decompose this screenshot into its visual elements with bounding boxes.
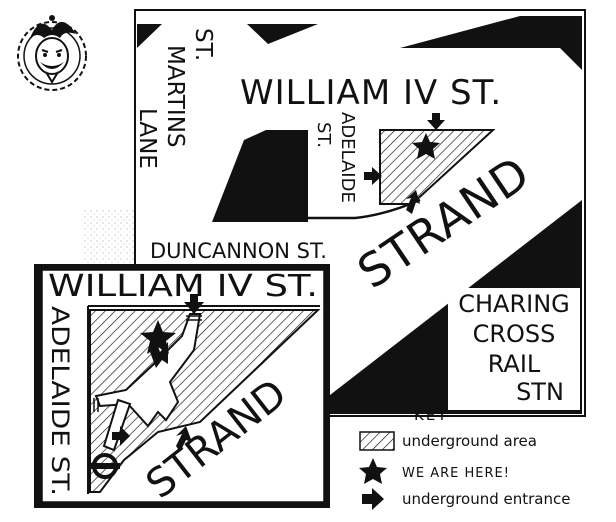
adelaide-line-2: ST. — [313, 122, 334, 148]
block-left — [212, 130, 308, 222]
adelaide-line-1: ADELAIDE — [337, 112, 358, 203]
arrow-icon — [362, 488, 384, 510]
main-entrance-arrow-bottom — [406, 190, 420, 214]
inset-entrance-arrow-top — [184, 294, 204, 314]
inset-gate-top — [186, 315, 202, 321]
key-title: KEY — [414, 406, 448, 424]
underground-roundel-icon — [90, 453, 120, 479]
star-icon — [359, 458, 387, 484]
charing-line-4: STN — [516, 378, 564, 406]
inset-passage-main — [94, 313, 202, 428]
label-william-iv-st: WILLIAM IV ST. — [240, 73, 502, 113]
inset-entrance-arrow-lower — [112, 426, 130, 446]
main-entrance-arrow-top — [427, 113, 445, 130]
charing-line-3: RAIL — [488, 350, 541, 378]
label-adelaide-st: ADELAIDE ST. — [313, 112, 358, 203]
key-label-we-are-here: WE ARE HERE! — [402, 466, 510, 481]
inset-entrance-arrow-mid — [150, 342, 168, 368]
label-charing-cross: CHARING CROSS RAIL STN — [458, 290, 570, 406]
inset-underground-area — [89, 309, 321, 493]
st-martins-line-1: ST. — [190, 28, 216, 61]
block-top-right — [400, 16, 582, 70]
key-label-underground-entrance: underground entrance — [402, 490, 570, 508]
key-label-underground-area: underground area — [402, 432, 537, 450]
st-martins-line-3: LANE — [134, 108, 160, 169]
label-st-martins-lane: ST. MARTINS LANE — [134, 28, 216, 169]
main-entrance-arrow-left — [364, 167, 382, 185]
key-hatch-swatch — [359, 431, 395, 451]
key-legend: KEY underground area WE ARE HERE! underg… — [359, 406, 570, 510]
main-map: ST. MARTINS LANE WILLIAM IV ST. ADELAIDE… — [134, 9, 586, 417]
charing-line-2: CROSS — [473, 320, 556, 348]
inset-label-adelaide-st: ADELAIDE ST. — [46, 306, 74, 496]
label-duncannon-st: DUNCANNON ST. — [150, 239, 327, 263]
inset-map: WILLIAM IV ST. ADELAIDE ST. STRAND — [34, 264, 330, 508]
charing-cross-label-bg — [448, 288, 580, 410]
st-martins-line-2: MARTINS — [162, 45, 188, 148]
inset-label-william-iv-st: WILLIAM IV ST. — [48, 269, 318, 304]
jester-logo-icon — [17, 15, 87, 91]
main-we-are-here-star — [412, 133, 440, 159]
inset-passage-branch — [102, 398, 132, 452]
inset-gate-left — [89, 398, 99, 412]
block-top-left — [137, 24, 162, 48]
charing-line-1: CHARING — [458, 290, 570, 318]
block-top-mid — [247, 24, 318, 44]
inset-entrance-arrow-bottom — [176, 426, 192, 452]
